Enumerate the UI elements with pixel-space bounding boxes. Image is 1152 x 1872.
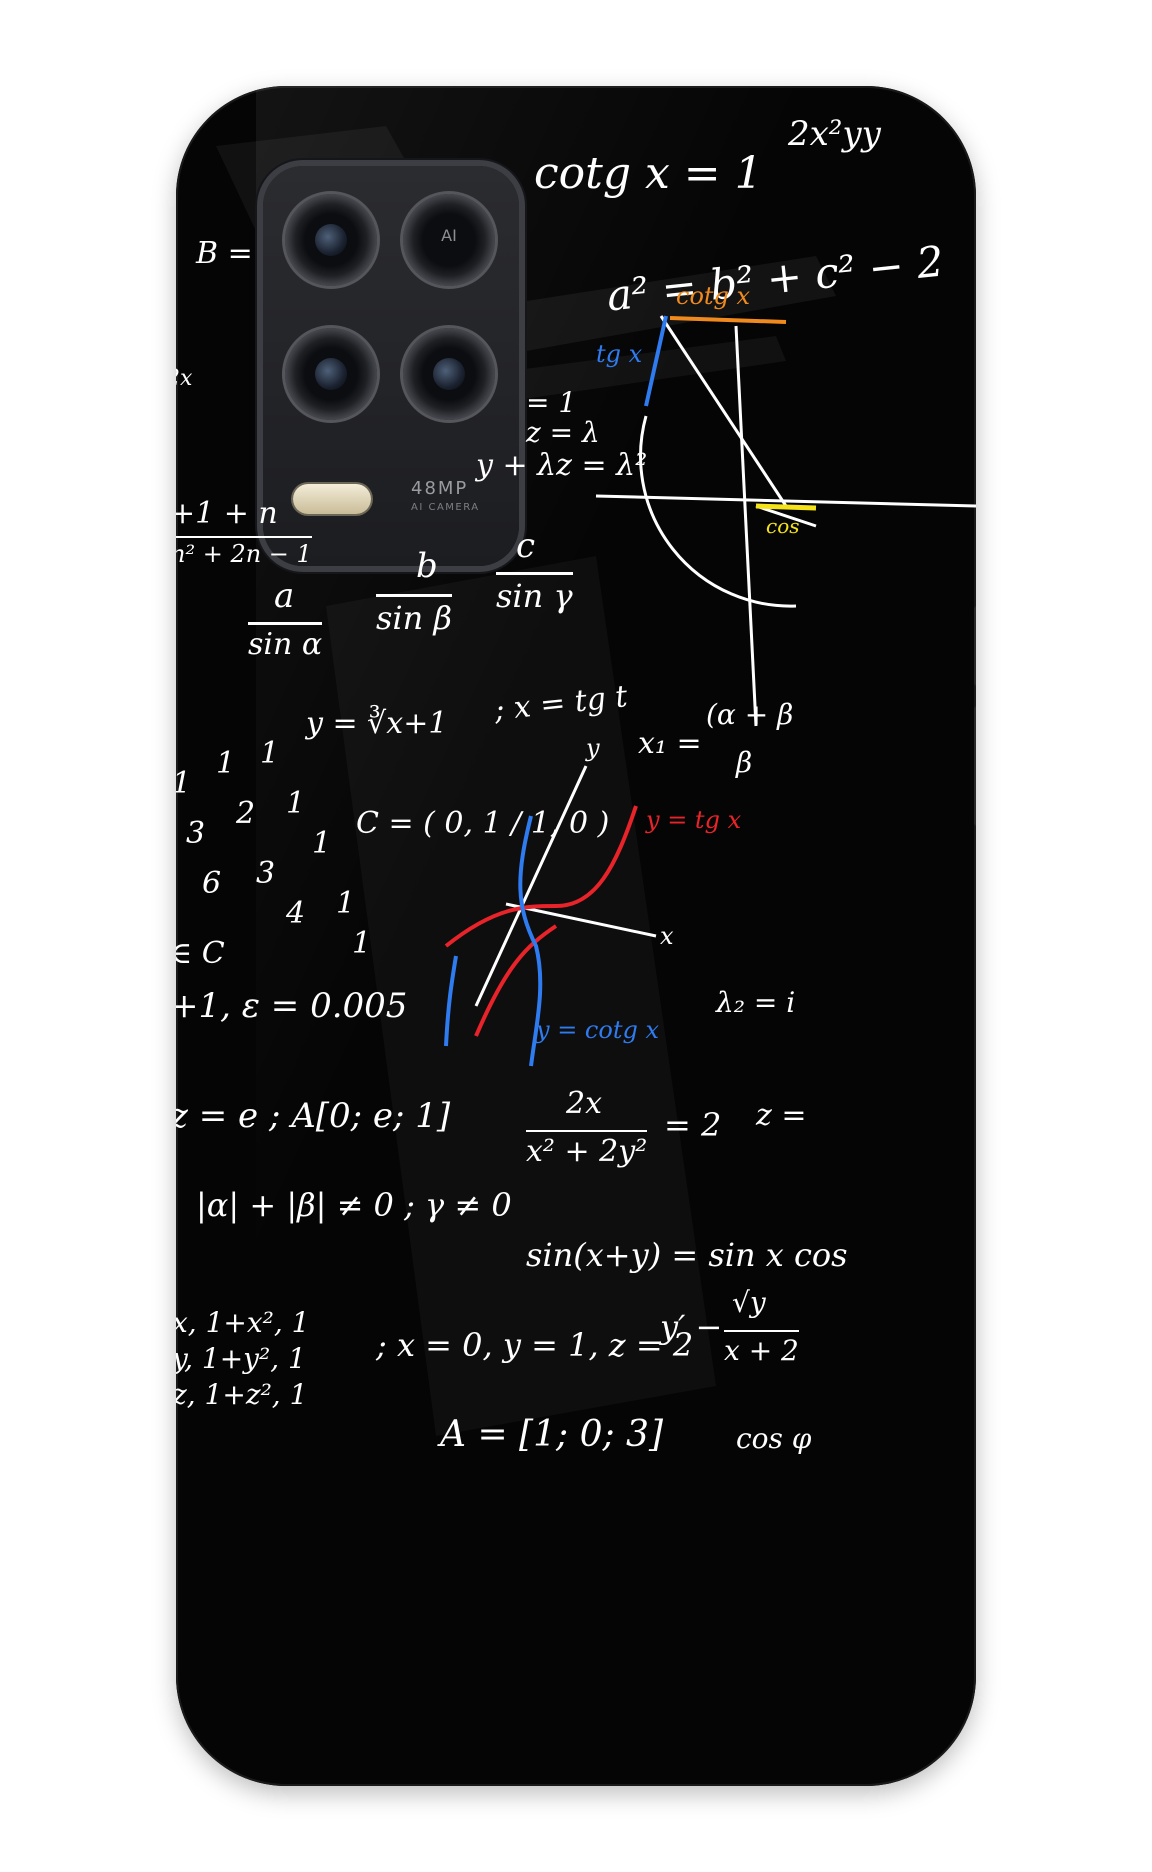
math-series-top: +1 + n — [176, 496, 278, 531]
cos-label: cos — [766, 514, 800, 538]
math-frac-den: x² + 2y² — [526, 1130, 648, 1169]
math-sys-1: x, 1+x², 1 — [176, 1306, 310, 1339]
math-eq-z: z = λ — [526, 416, 600, 449]
num-2: 2 — [236, 796, 256, 831]
cotg-curve-label: y = cotg x — [536, 1016, 659, 1044]
cotg-label: cotg x — [676, 282, 751, 310]
math-sys-3: z, 1+z², 1 — [176, 1378, 308, 1411]
x-axis-label: x — [660, 922, 674, 950]
math-frac-num: 2x — [566, 1086, 603, 1121]
camera-lens-bottom-left — [285, 328, 377, 420]
megapixel-label: 48MP — [411, 478, 469, 499]
math-x-plus-2: x + 2 — [724, 1330, 799, 1367]
num-3a: 3 — [186, 816, 206, 851]
math-b-eq: B = — [196, 236, 253, 271]
math-alpha-beta: (α + β — [706, 698, 794, 731]
tg-label: tg x — [596, 340, 643, 368]
num-1e: 1 — [312, 826, 332, 861]
camera-lens-bottom-right — [403, 328, 495, 420]
math-xyz: ; x = 0, y = 1, z = 2 — [376, 1326, 694, 1364]
math-frac-eq: = 2 — [664, 1106, 722, 1144]
y-axis-label: y — [586, 734, 600, 762]
math-alpha-beta-abs: |α| + |β| ≠ 0 ; γ ≠ 0 — [196, 1186, 512, 1224]
math-matrix-c: C = ( 0, 1 / 1, 0 ) — [356, 806, 610, 841]
math-in-c: ∈ C — [176, 936, 225, 971]
side-button-lower — [974, 706, 976, 826]
num-1f: 1 — [336, 886, 356, 921]
num-3b: 3 — [256, 856, 276, 891]
math-z-e: z = e ; A[0; e; 1] — [176, 1096, 451, 1136]
flash-led — [293, 484, 371, 514]
math-eq-y: y + λz = λ² — [476, 448, 648, 483]
math-x1: x₁ = — [638, 726, 702, 761]
math-cos-phi: cos φ — [736, 1422, 812, 1455]
camera-lens-top-left — [285, 194, 377, 286]
math-z-eq: z = — [756, 1098, 807, 1133]
math-sine-a: a — [274, 576, 295, 616]
trig-graph — [444, 765, 657, 1067]
math-frac-2x: 2x — [176, 366, 193, 391]
tg-curve-label: y = tg x — [646, 806, 742, 834]
num-1b: 1 — [216, 746, 236, 781]
num-1d: 1 — [286, 786, 306, 821]
camera-label: AI CAMERA — [411, 502, 480, 513]
math-lambda2: λ₂ = i — [716, 986, 796, 1019]
math-sin-sum: sin(x+y) = sin x cos — [526, 1236, 848, 1274]
side-button-upper — [974, 606, 976, 686]
math-cube-root: y = ∛x+1 — [306, 706, 448, 741]
math-sys-2: y, 1+y², 1 — [176, 1342, 306, 1375]
ai-lens: AI — [403, 194, 495, 286]
math-beta: β — [736, 746, 753, 779]
num-1c: 1 — [260, 736, 280, 771]
math-sine-sin-b: sin β — [376, 594, 452, 637]
camera-module: AI 48MP AI CAMERA — [263, 166, 519, 566]
math-y-prime: y′ − — [660, 1308, 723, 1346]
math-a-vec: A = [1; 0; 3] — [440, 1414, 663, 1455]
math-sqrt-y: √y — [732, 1286, 766, 1319]
num-4: 4 — [286, 896, 306, 931]
math-2x2yy: 2x²yy — [788, 114, 881, 154]
math-sine-b: b — [416, 546, 438, 586]
ai-label: AI — [441, 226, 457, 245]
math-sine-sin-a: sin α — [248, 622, 323, 662]
math-sine-c: c — [516, 526, 536, 566]
unit-circle-diagram — [595, 315, 976, 727]
num-6: 6 — [202, 866, 222, 901]
math-epsilon: +1, ε = 0.005 — [176, 986, 408, 1026]
num-1g: 1 — [352, 926, 372, 961]
math-cotg: cotg x = 1 — [534, 148, 763, 199]
math-sine-sin-g: sin γ — [496, 572, 573, 615]
num-1a: 1 — [176, 766, 191, 801]
math-series-bottom: n² + 2n − 1 — [176, 536, 312, 568]
phone-case: AI 48MP AI CAMERA cotg x = 1 2x²yy a² = … — [176, 86, 976, 1786]
math-eq-1: = 1 — [526, 386, 577, 419]
